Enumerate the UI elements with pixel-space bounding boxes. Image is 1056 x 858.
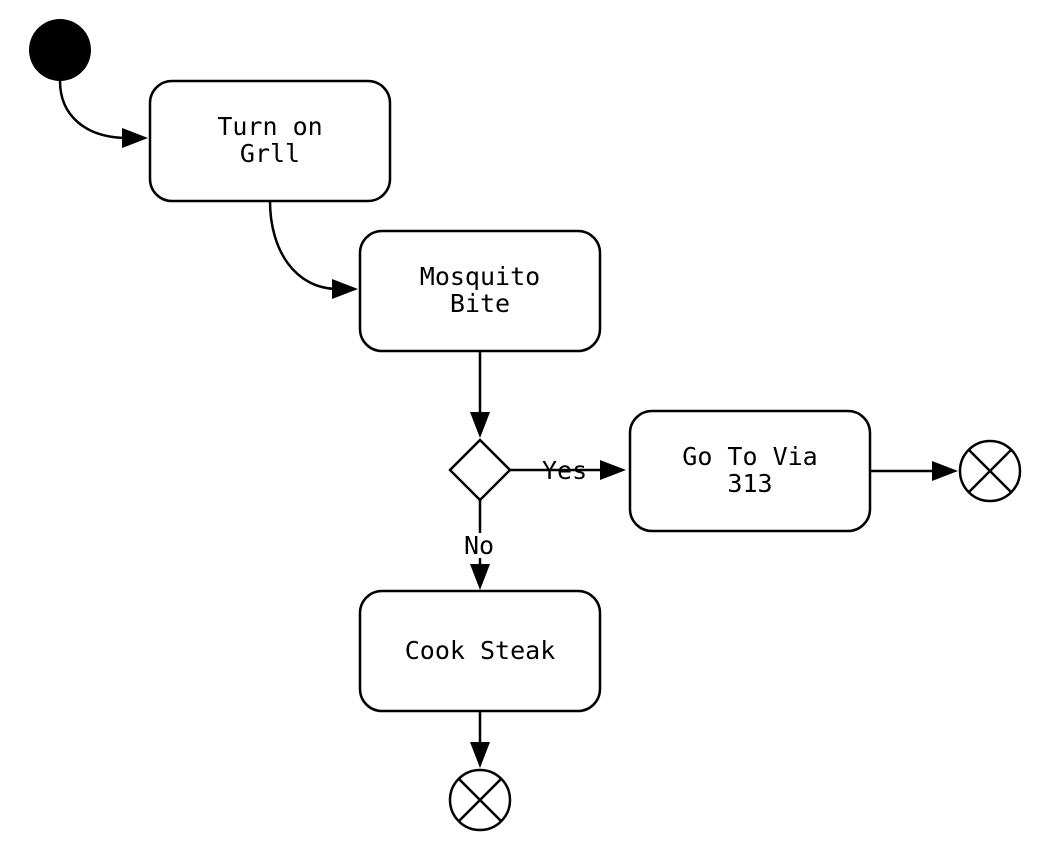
final-node-bottom — [448, 768, 512, 832]
turn-on-grill-line-1: Turn on — [217, 112, 322, 141]
edge-turn-on-grill-to-mosquito-bite — [268, 200, 339, 291]
action-cook-steak: Cook Steak — [358, 589, 602, 713]
arrowhead-decision — [470, 412, 490, 438]
no-label: No — [464, 531, 494, 560]
go-to-via-line-2: 313 — [727, 469, 772, 498]
yes-label: Yes — [542, 456, 587, 485]
arrowhead-go-to-via — [600, 460, 626, 480]
mosquito-bite-line-2: Bite — [450, 289, 510, 318]
arrowhead-cook-steak — [470, 564, 490, 590]
action-go-to-via: Go To Via 313 — [628, 409, 872, 533]
final-node-right — [958, 439, 1022, 503]
cook-steak-line-1: Cook Steak — [405, 636, 556, 665]
arrowhead-final-right — [932, 461, 958, 481]
arrowhead-final-bottom — [470, 742, 490, 768]
edge-start-to-turn-on-grill — [58, 80, 129, 140]
go-to-via-line-1: Go To Via — [682, 442, 817, 471]
initial-node — [29, 19, 91, 81]
decision-node — [448, 438, 512, 502]
action-mosquito-bite: Mosquito Bite — [358, 229, 602, 353]
mosquito-bite-line-1: Mosquito — [420, 262, 540, 291]
arrowhead-mosquito-bite — [332, 279, 358, 299]
turn-on-grill-line-2: Grll — [240, 139, 300, 168]
action-turn-on-grill: Turn on Grll — [148, 79, 392, 203]
arrowhead-turn-on-grill — [122, 128, 148, 148]
